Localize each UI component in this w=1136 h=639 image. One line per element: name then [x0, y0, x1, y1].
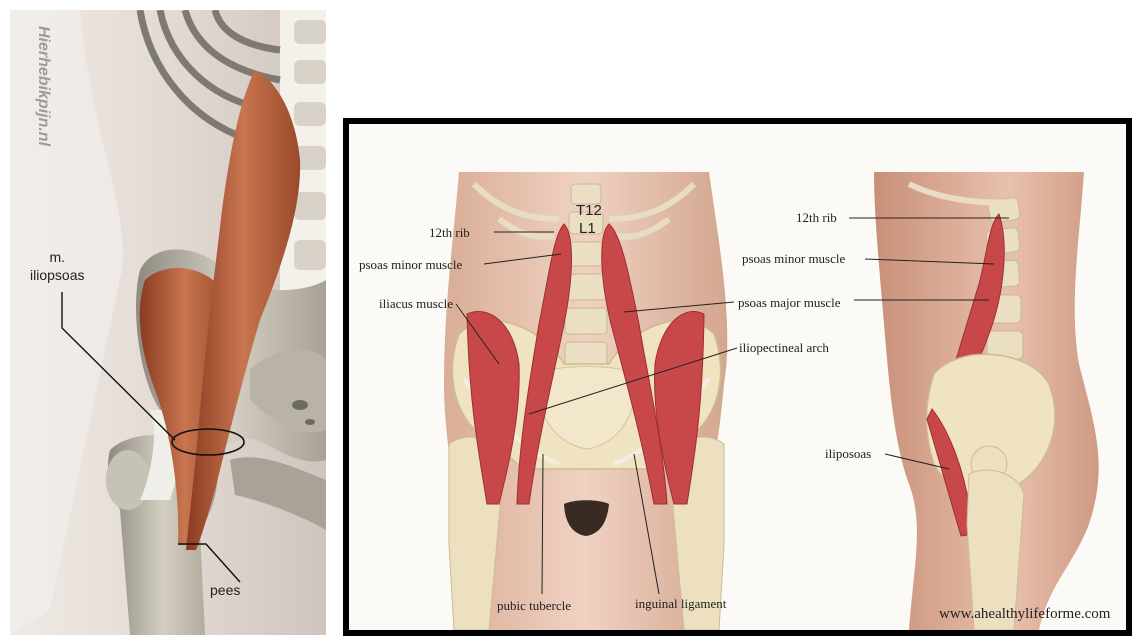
front-torso — [444, 172, 727, 630]
label-inguinal: inguinal ligament — [635, 596, 726, 612]
left-anatomy-drawing — [10, 10, 326, 635]
label-front-psoas-minor: psoas minor muscle — [359, 257, 462, 273]
label-l1: L1 — [579, 220, 596, 237]
label-side-psoas-minor: psoas minor muscle — [742, 251, 845, 267]
label-side-12th-rib: 12th rib — [796, 210, 837, 226]
label-iliopsoas: m. iliopsoas — [30, 248, 84, 284]
right-illustration-frame: T12 L1 12th rib psoas minor muscle iliac… — [343, 118, 1132, 636]
right-illustration: T12 L1 12th rib psoas minor muscle iliac… — [349, 124, 1126, 630]
right-anatomy-drawing — [349, 124, 1126, 630]
label-t12: T12 — [576, 202, 602, 219]
label-tendon: pees — [210, 582, 240, 598]
label-pubic-tubercle: pubic tubercle — [497, 598, 571, 614]
source-credit: www.ahealthylifeforme.com — [939, 606, 1110, 623]
label-psoas-major: psoas major muscle — [738, 295, 841, 311]
label-iliacus: iliacus muscle — [379, 296, 453, 312]
label-front-12th-rib: 12th rib — [429, 225, 470, 241]
label-side-iliposoas: iliposoas — [825, 446, 871, 462]
label-iliopectineal: iliopectineal arch — [739, 340, 829, 356]
side-torso — [874, 172, 1099, 630]
watermark-text: Hierhebikpijn.nl — [34, 26, 52, 196]
left-illustration: Hierhebikpijn.nl m. iliopsoas pees — [10, 10, 326, 635]
